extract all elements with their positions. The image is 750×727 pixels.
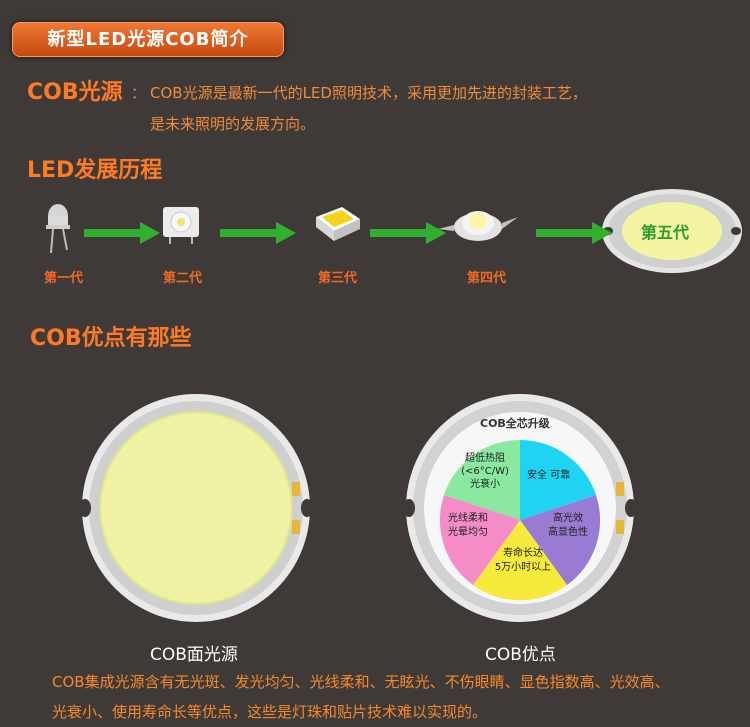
segment-text: 5万小时以上	[494, 562, 552, 573]
segment-safe: 安全 可靠	[527, 470, 571, 481]
arrow-right-icon	[220, 222, 296, 244]
gen2-label: 第二代	[163, 271, 203, 286]
footer-line1: COB集成光源含有无光斑、发光均匀、光线柔和、无眩光、不伤眼睛、显色指数高、光效…	[52, 673, 670, 691]
cob-intro-label: COB光源	[27, 80, 123, 105]
cob-intro-line2: 是未来照明的发展方向。	[150, 115, 316, 133]
gen4-label: 第四代	[467, 271, 507, 286]
cob-advantages-caption: COB优点	[485, 645, 556, 665]
segment-text: (<6°C/W)	[461, 466, 509, 477]
gen3-label: 第三代	[318, 271, 358, 286]
arrow-right-icon	[84, 222, 160, 244]
segment-soft-light: 光线柔和 光晕均匀	[440, 512, 496, 540]
cob-chip-image	[79, 394, 313, 622]
arrow-right-icon	[370, 222, 446, 244]
segment-text: 光衰小	[470, 479, 500, 490]
led-gen4-icon	[438, 211, 518, 241]
arrow-right-icon	[536, 222, 612, 244]
led-gen3-icon	[316, 207, 360, 241]
segment-text: 寿命长达	[503, 548, 543, 559]
footer-line2: 光衰小、使用寿命长等优点，这些是灯珠和贴片技术难以实现的。	[52, 703, 488, 721]
cob-intro-colon: ：	[131, 84, 147, 102]
gen1-label: 第一代	[44, 271, 84, 286]
cob-intro-text: COB光源是最新一代的LED照明技术，采用更加先进的封装工艺， 是未来照明的发展…	[150, 78, 710, 140]
led-gen1-icon	[46, 204, 70, 254]
page-header-badge: 新型LED光源COB简介	[12, 22, 284, 57]
cob-advantages-wheel	[403, 394, 637, 622]
segment-text: 光线柔和	[448, 513, 488, 524]
advantages-title: COB优点有那些	[30, 326, 192, 351]
led-gen2-icon	[163, 207, 199, 244]
gen5-label: 第五代	[641, 223, 690, 242]
ring-title: COB全芯升级	[480, 417, 550, 430]
segment-text: 高光效	[553, 513, 583, 524]
segment-lifetime: 寿命长达 5万小时以上	[488, 547, 558, 575]
segment-low-thermal: 超低热阻 (<6°C/W) 光衰小	[455, 452, 515, 491]
history-title: LED发展历程	[27, 158, 163, 183]
cob-surface-caption: COB面光源	[150, 645, 238, 665]
segment-efficiency: 高光效 高显色性	[540, 512, 596, 540]
footer-text: COB集成光源含有无光斑、发光均匀、光线柔和、无眩光、不伤眼睛、显色指数高、光效…	[52, 667, 712, 727]
segment-text: 光晕均匀	[448, 527, 488, 538]
segment-text: 超低热阻	[465, 453, 505, 464]
segment-text: 高显色性	[548, 527, 588, 538]
cob-intro-line1: COB光源是最新一代的LED照明技术，采用更加先进的封装工艺，	[150, 84, 587, 102]
